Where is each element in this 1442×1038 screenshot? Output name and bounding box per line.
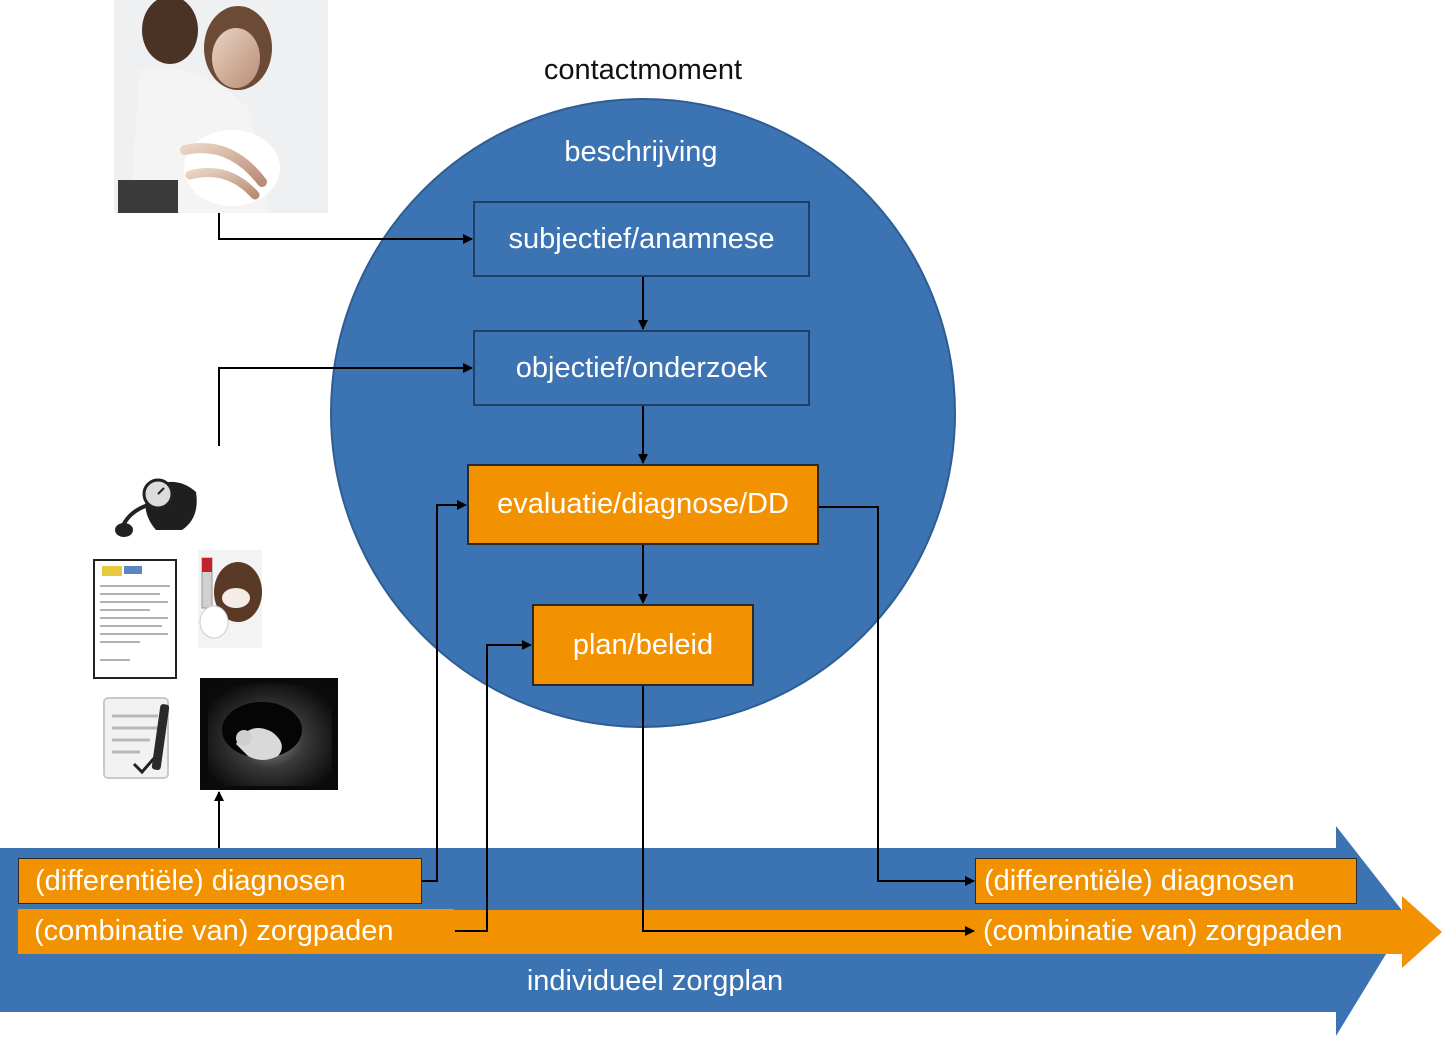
arrow-evaluatie-to-diagnoses [819,506,975,886]
arrow-exam-to-objectief [218,363,473,446]
right-pathways-label: (combinatie van) zorgpaden [983,915,1343,947]
ultrasound-image [200,678,338,790]
arrow-pathways-to-plan [455,640,532,932]
pregnant-couple-photo [114,0,328,213]
step-evaluatie: evaluatie/diagnose/DD [467,464,819,545]
diagram-title: contactmoment [543,54,743,86]
lab-form-icon [93,559,177,679]
step-plan: plan/beleid [532,604,754,686]
arrow-plan-to-pathways [642,686,975,936]
step-subjectief: subjectief/anamnese [473,201,810,277]
left-pathways-label: (combinatie van) zorgpaden [18,909,454,954]
checklist-pen-icon [103,697,170,779]
step-objectief: objectief/onderzoek [473,330,810,406]
blood-sample-photo [198,550,262,648]
timeline-label: individueel zorgplan [526,965,784,997]
blood-pressure-cuff-icon [115,478,197,537]
left-diagnoses-label: (differentiële) diagnosen [18,858,422,904]
right-diagnoses-label: (differentiële) diagnosen [975,858,1357,904]
circle-label: beschrijving [564,136,718,168]
arrow-diagnoses-to-evaluatie [422,500,467,882]
arrow-photo-to-subjectief [218,213,473,244]
